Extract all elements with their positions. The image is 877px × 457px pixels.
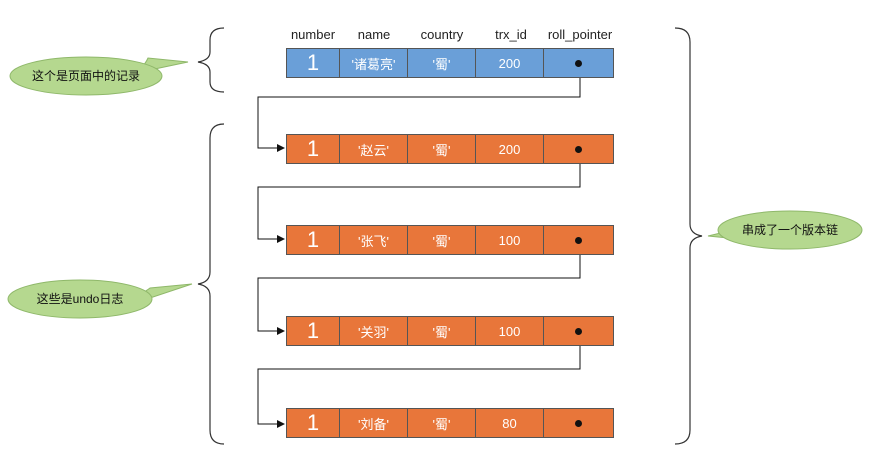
cell-name: '关羽' [339, 316, 408, 346]
cell-name: '赵云' [339, 134, 408, 164]
cell-roll-pointer [543, 134, 614, 164]
cell-roll-pointer [543, 408, 614, 438]
cell-number: 1 [286, 134, 340, 164]
undo-log-row: 1 '刘备' '蜀' 80 [286, 408, 614, 438]
column-header-name: name [357, 27, 391, 42]
cell-number: 1 [286, 408, 340, 438]
cell-country: '蜀' [407, 48, 476, 78]
column-header-roll-pointer: roll_pointer [547, 27, 613, 42]
undo-log-bubble: 这些是undo日志 [7, 279, 193, 319]
cell-country: '蜀' [407, 408, 476, 438]
cell-roll-pointer [543, 316, 614, 346]
pointer-link-1 [257, 63, 581, 152]
cell-trx-id: 100 [475, 225, 544, 255]
cell-country: '蜀' [407, 225, 476, 255]
undo-log-row: 1 '赵云' '蜀' 200 [286, 134, 614, 164]
pointer-dot-icon [575, 327, 582, 335]
column-header-number: number [290, 27, 336, 42]
cell-trx-id: 200 [475, 134, 544, 164]
cell-trx-id: 100 [475, 316, 544, 346]
page-record-label: 这个是页面中的记录 [32, 68, 140, 83]
cell-country: '蜀' [407, 134, 476, 164]
pointer-dot-icon [575, 419, 582, 427]
cell-roll-pointer [543, 225, 614, 255]
column-header-trx-id: trx_id [495, 27, 527, 42]
cell-trx-id: 200 [475, 48, 544, 78]
undo-log-row: 1 '张飞' '蜀' 100 [286, 225, 614, 255]
page-record-bubble: 这个是页面中的记录 [9, 56, 189, 96]
cell-country: '蜀' [407, 316, 476, 346]
page-record-brace [197, 27, 225, 93]
cell-number: 1 [286, 48, 340, 78]
column-header-country: country [420, 27, 464, 42]
page-record-row: 1 '诸葛亮' '蜀' 200 [286, 48, 614, 78]
version-chain-brace [674, 27, 703, 445]
undo-log-row: 1 '关羽' '蜀' 100 [286, 316, 614, 346]
pointer-dot-icon [575, 59, 582, 67]
cell-roll-pointer [543, 48, 614, 78]
version-chain-label: 串成了一个版本链 [742, 222, 838, 237]
cell-number: 1 [286, 316, 340, 346]
cell-name: '刘备' [339, 408, 408, 438]
undo-log-label: 这些是undo日志 [37, 291, 124, 306]
cell-trx-id: 80 [475, 408, 544, 438]
pointer-link-3 [257, 240, 581, 335]
pointer-dot-icon [575, 145, 582, 153]
pointer-link-4 [257, 330, 581, 428]
cell-number: 1 [286, 225, 340, 255]
undo-log-brace [197, 123, 225, 445]
version-chain-bubble: 串成了一个版本链 [707, 210, 863, 250]
cell-name: '张飞' [339, 225, 408, 255]
pointer-link-2 [257, 149, 581, 243]
cell-name: '诸葛亮' [339, 48, 408, 78]
pointer-dot-icon [575, 236, 582, 244]
